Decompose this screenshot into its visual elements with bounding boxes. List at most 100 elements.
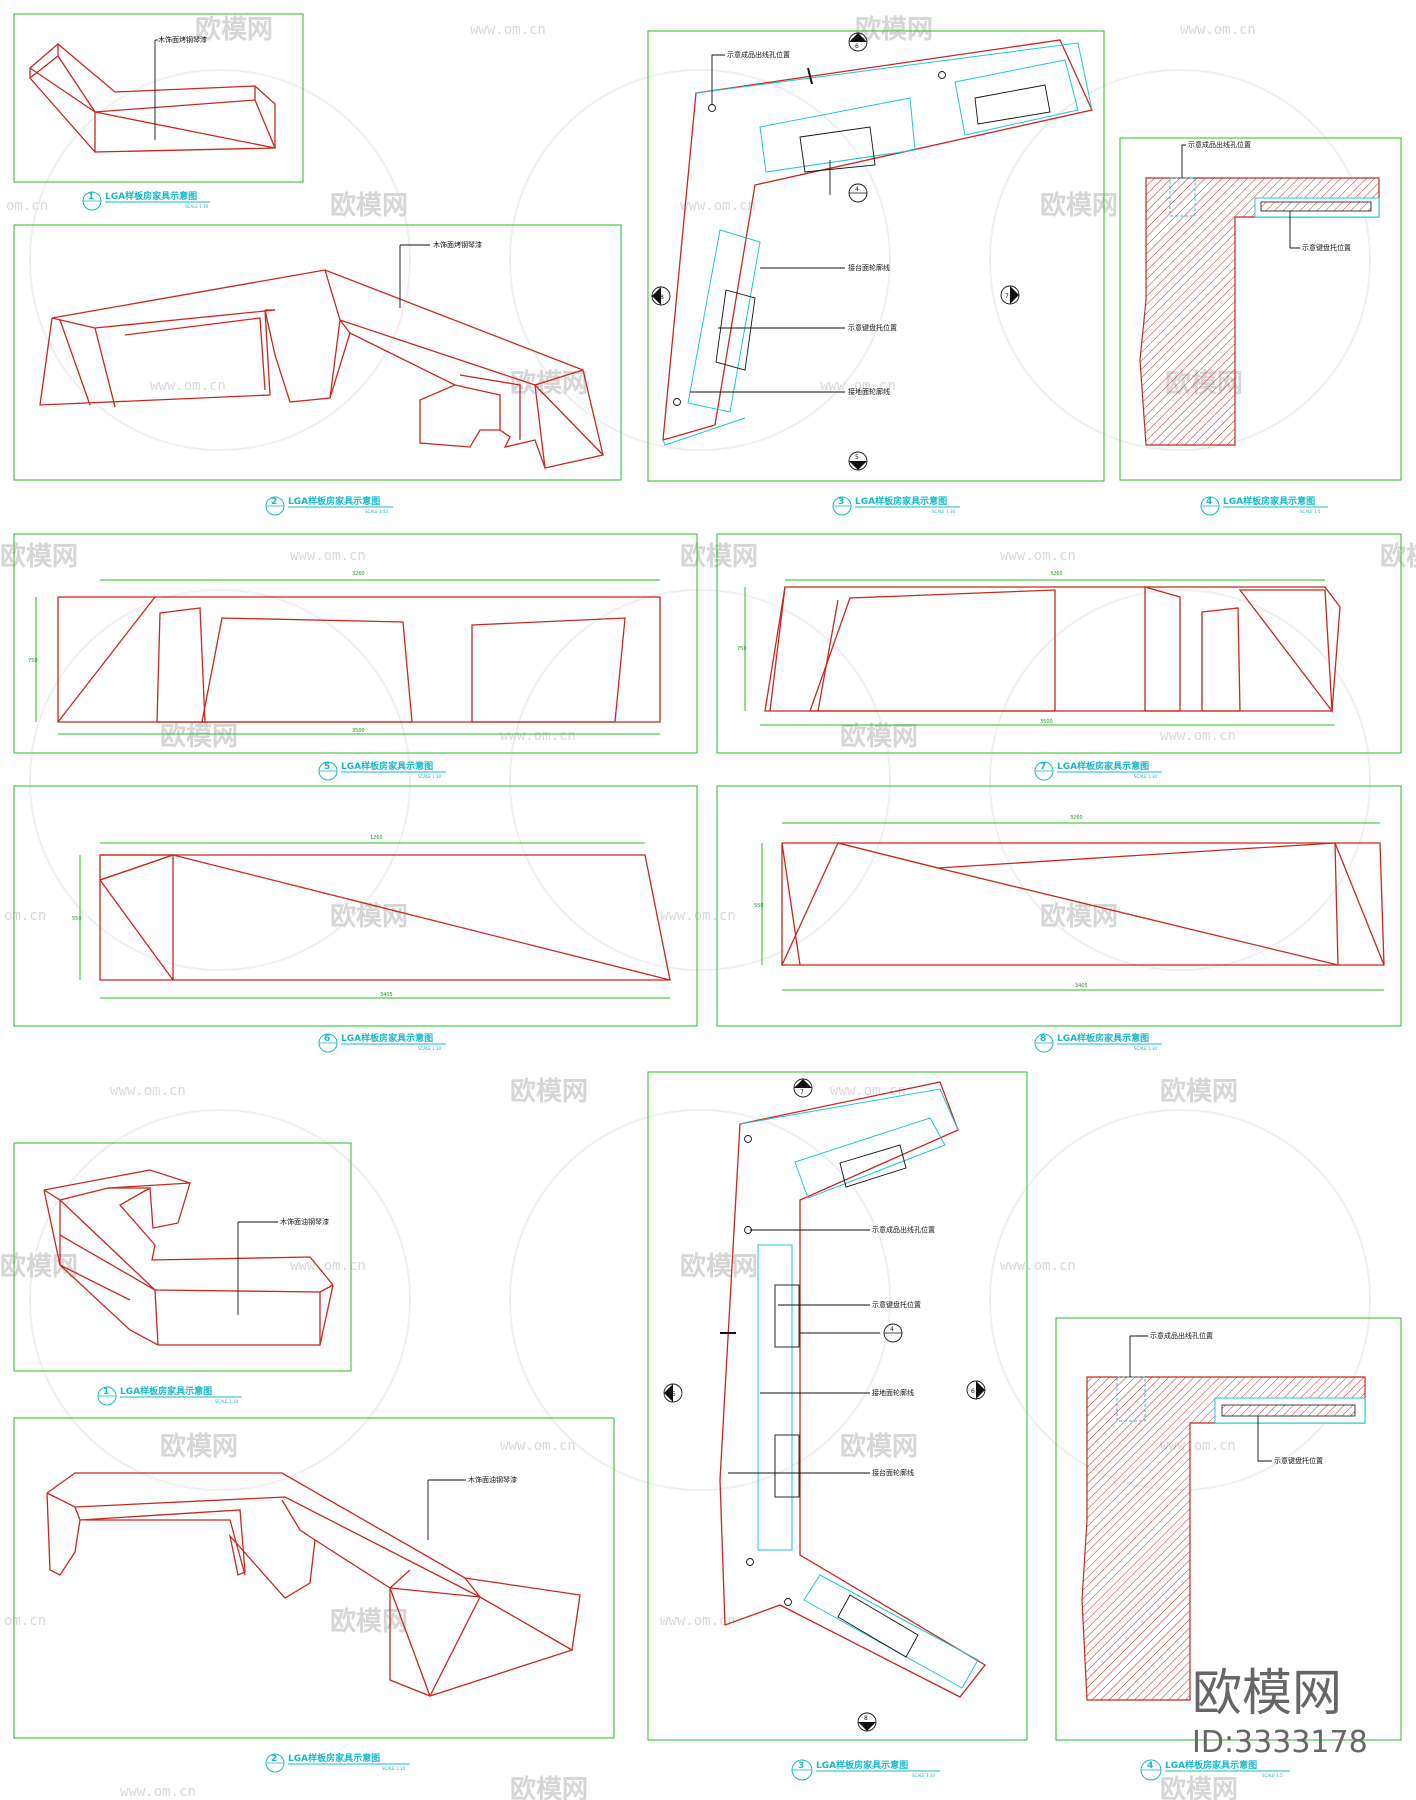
callout-label: 示意成品出线孔位置 (872, 1225, 935, 1234)
drawing-title: LGA样板房家具示意图 (1057, 1032, 1149, 1044)
tray-rect (974, 84, 1051, 125)
tray-rect (715, 289, 756, 371)
elevation-number: 6 (971, 1388, 975, 1395)
watermark-brand: 欧模网 (195, 14, 273, 45)
furniture-outline (39, 269, 604, 469)
elevation-number: 7 (800, 1089, 804, 1096)
watermark-brand: 欧模网 (855, 14, 933, 45)
watermark-arcs (29, 69, 1371, 1491)
view-number: 1 (88, 192, 94, 202)
viewport-frame (716, 785, 1402, 1027)
furniture-edge (94, 309, 276, 329)
panel-4b-detail: 示意成品出线孔位置 示意键盘托位置 (1055, 1317, 1402, 1741)
section-hatch (1139, 177, 1380, 446)
furniture-edge (94, 99, 276, 149)
drawing-title: LGA样板房家具示意图 (341, 1032, 433, 1044)
scale-label: SCALE 1:5 (1262, 1773, 1283, 1778)
furniture-edge (1201, 607, 1241, 712)
elevation-number: 5 (672, 1391, 676, 1398)
watermark-url: www.om.cn (660, 1613, 736, 1629)
furniture-edge (837, 842, 939, 869)
dimension-text: 3500 (1040, 719, 1053, 725)
tray-rect (799, 126, 876, 173)
leader-line (1257, 1416, 1272, 1462)
outlet-hole (673, 398, 681, 406)
keyboard-tray-zone (794, 1117, 946, 1199)
panel-1b-iso-small: 木饰面油钢琴漆 (13, 1142, 352, 1372)
callout-label: 木饰面油钢琴漆 (468, 1475, 517, 1484)
furniture-outline (719, 1081, 986, 1698)
furniture-edge (172, 854, 671, 981)
furniture-edge (389, 1587, 431, 1697)
dimension-text: 550 (754, 903, 764, 909)
furniture-edge (534, 369, 584, 386)
outlet-hole-zone (1169, 177, 1196, 217)
viewport-frame (647, 30, 1105, 482)
outlet-hole (746, 1558, 754, 1566)
keyboard-tray-zone (803, 1574, 979, 1689)
brand-stamp: 欧模网 ID:3333178 (1192, 1664, 1368, 1760)
view-number: 4 (1147, 1761, 1153, 1771)
cyan-outline (739, 1088, 959, 1131)
furniture-edge (1144, 586, 1181, 712)
watermark-url: www.om.cn (290, 1258, 366, 1274)
drawing-title: LGA样板房家具示意图 (1057, 760, 1149, 772)
furniture-edge (124, 317, 266, 391)
dimension-text: 750 (737, 646, 747, 652)
viewport-frame (13, 533, 698, 754)
furniture-edge (319, 1284, 334, 1293)
callout-label: 示意键盘托位置 (872, 1300, 921, 1309)
furniture-edge (51, 317, 116, 408)
furniture-edge (201, 617, 413, 723)
watermark-brand: 欧模网 (1040, 190, 1118, 221)
furniture-edge (57, 596, 156, 723)
furniture-edge (99, 854, 174, 881)
furniture-edge (769, 586, 786, 712)
watermark-url: www.om.cn (120, 1784, 196, 1800)
tray-rect (774, 1284, 800, 1348)
viewport-frame (13, 785, 698, 1027)
watermark-url: www.om.cn (830, 1083, 906, 1099)
title-4: 4 LGA样板房家具示意图 SCALE 1:5 (1200, 495, 1328, 516)
furniture-edge (454, 384, 501, 430)
watermark-brand: 欧模网 (330, 190, 408, 221)
drawing-title: LGA样板房家具示意图 (1165, 1759, 1257, 1771)
drawing-title: LGA样板房家具示意图 (288, 495, 380, 507)
scale-label: SCALE 1:30 (418, 774, 442, 779)
furniture-edge (464, 1577, 481, 1598)
dimension-text: 1260 (370, 835, 383, 841)
furniture-edge (937, 867, 1339, 966)
scale-label: SCALE 1:30 (932, 509, 956, 514)
callout-label: 木饰面油钢琴漆 (280, 1217, 329, 1226)
viewport-frame (13, 224, 622, 481)
leader-line (1289, 211, 1300, 249)
dimension-text: 550 (72, 916, 82, 922)
drawing-title: LGA样板房家具示意图 (288, 1752, 380, 1764)
watermark-url: www.om.cn (680, 198, 756, 214)
cyan-outline (662, 417, 746, 446)
title-1b: 1 LGA样板房家具示意图 SCALE 1:30 (97, 1385, 242, 1406)
drawing-title: LGA样板房家具示意图 (105, 190, 197, 202)
furniture-edge (156, 607, 206, 723)
scale-label: SCALE 1:30 (215, 1399, 239, 1404)
outlet-hole (744, 1135, 752, 1143)
tray-rect (837, 1594, 919, 1658)
watermark-brand: 欧模网 (1380, 541, 1416, 572)
furniture-outline (764, 586, 1341, 712)
drawing-title: LGA样板房家具示意图 (120, 1385, 212, 1397)
tray-rect (839, 1144, 907, 1188)
furniture-edge (329, 319, 341, 399)
viewport-frame (1119, 137, 1402, 481)
watermark-brand: 欧模网 (160, 721, 238, 752)
panel-2b-iso-large: 木饰面油钢琴漆 (13, 1417, 615, 1739)
keyboard-tray-zone (687, 229, 761, 413)
keyboard-tray-zone (757, 1244, 793, 1551)
title-7: 7 LGA样板房家具示意图 SCALE 1:30 (1034, 760, 1162, 781)
watermark-brand: 欧模网 (0, 541, 78, 572)
dimension-text: 3260 (352, 571, 365, 577)
keyboard-tray-detail (1260, 201, 1372, 212)
asset-id: ID:3333178 (1192, 1725, 1368, 1760)
watermark-url: om.cn (4, 908, 46, 924)
panel-5-elevation: 3260 3500 750 (13, 533, 698, 754)
callout-label: 示意成品出线孔位置 (1188, 140, 1251, 149)
